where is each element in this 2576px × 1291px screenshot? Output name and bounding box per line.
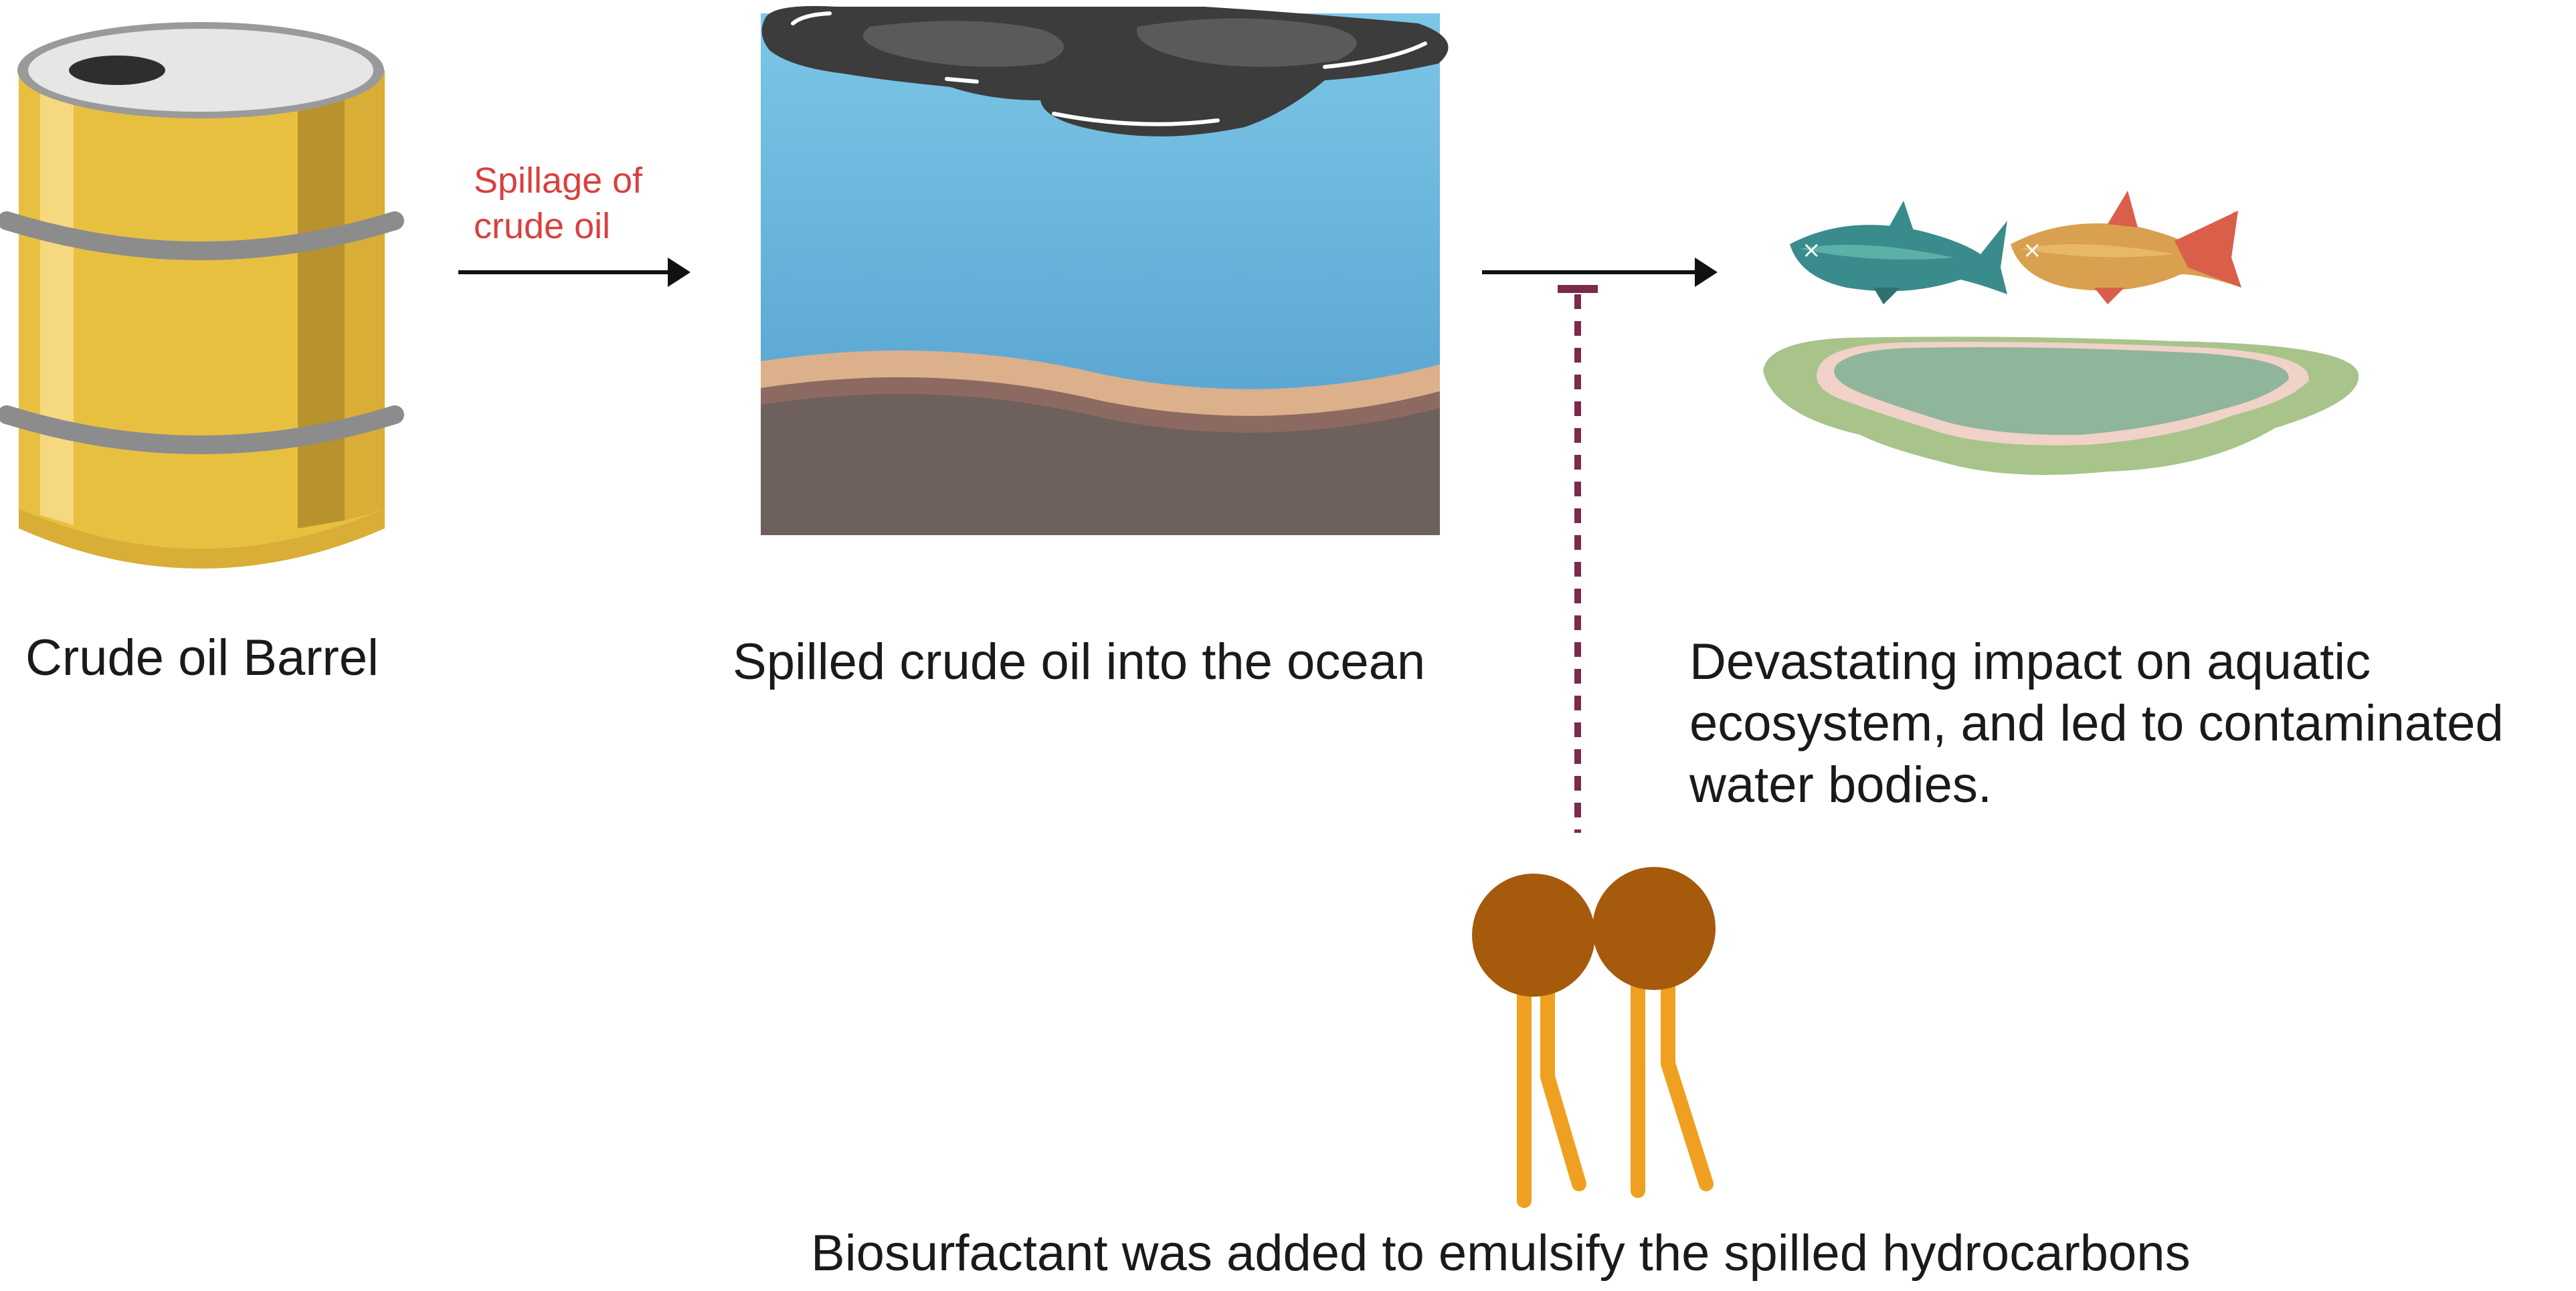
impact-caption-line-2: ecosystem, and led to contaminated — [1689, 695, 2504, 752]
ocean-caption: Spilled crude oil into the ocean — [733, 633, 1426, 690]
ocean-spill-icon — [761, 6, 1449, 535]
inhibition-line — [1558, 285, 1598, 833]
impact-caption-line-3: water bodies. — [1689, 757, 1993, 813]
biosurfactant-caption: Biosurfactant was added to emulsify the … — [811, 1225, 2191, 1282]
impact-caption: Devastating impact on aquatic ecosystem,… — [1689, 631, 2504, 816]
dead-fish-icon: × — [2011, 191, 2241, 304]
barrel-caption: Crude oil Barrel — [25, 629, 379, 686]
oil-barrel-icon — [0, 22, 404, 569]
impact-caption-line-1: Devastating impact on aquatic — [1689, 633, 2371, 690]
svg-text:×: × — [2023, 237, 2042, 264]
dead-fish-icon: × — [1790, 201, 2007, 304]
spillage-label-line-1: Spillage of — [474, 161, 643, 201]
svg-text:×: × — [1802, 237, 1821, 264]
biosurfactant-icon — [1472, 867, 1716, 1208]
contaminated-pond-icon — [1763, 336, 2359, 475]
spillage-label-line-2: crude oil — [474, 206, 611, 246]
arrow-impact — [1482, 258, 1718, 287]
arrow-spill — [458, 258, 691, 287]
spillage-label: Spillage of crude oil — [474, 158, 642, 249]
